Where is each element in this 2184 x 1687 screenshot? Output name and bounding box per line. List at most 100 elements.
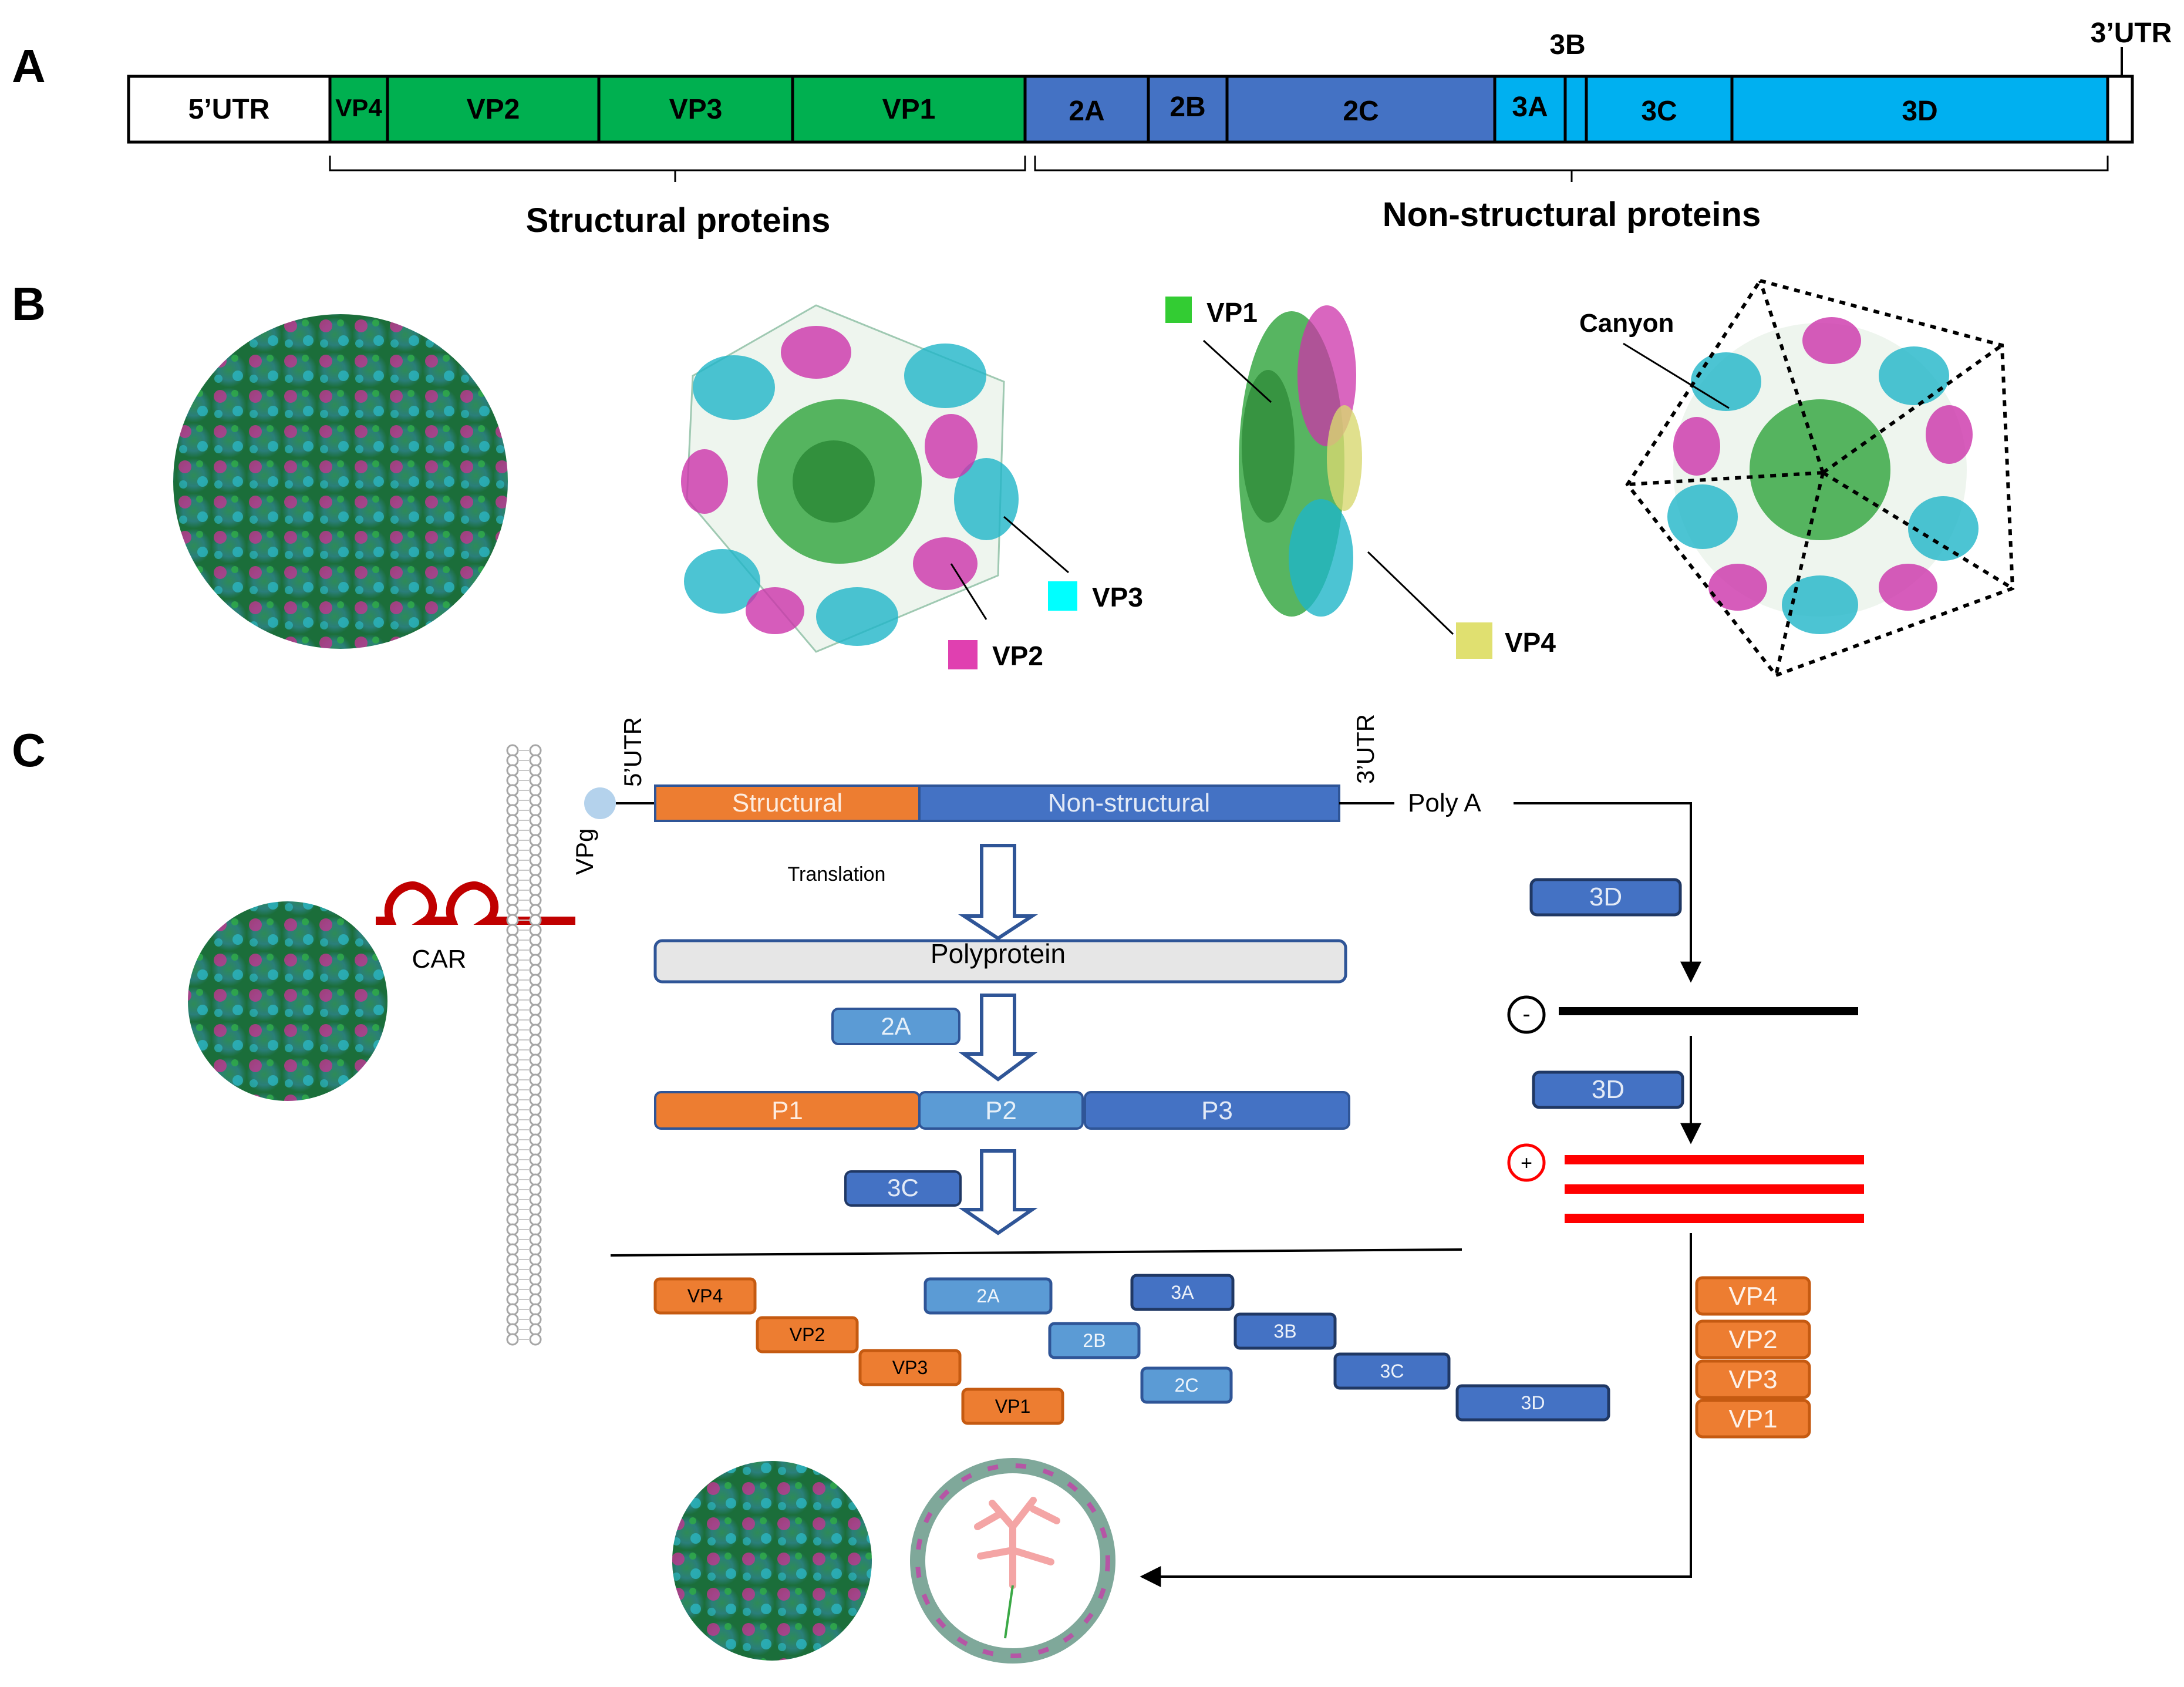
polymerase-3d-label-1: 3D — [1589, 883, 1622, 911]
p1-label: P1 — [771, 1096, 803, 1125]
vp3-legend-swatch — [1048, 581, 1077, 611]
vp4-legend-label: VP4 — [1505, 627, 1556, 658]
mature-vp1-label: VP1 — [995, 1396, 1030, 1417]
mature-3c-box — [1333, 1352, 1451, 1390]
vp4-pointer — [1367, 551, 1454, 635]
vp3-legend-label: VP3 — [1092, 582, 1143, 612]
utr3-label: 3’UTR — [1351, 714, 1379, 784]
segment-vp2 — [386, 75, 601, 144]
vp2-legend-label: VP2 — [992, 641, 1043, 671]
vpg-circle — [584, 787, 616, 819]
segment-3a — [1493, 75, 1567, 144]
capsid-vp4-box — [1695, 1276, 1811, 1316]
mature-vp3-box — [858, 1349, 962, 1386]
segment-vp1 — [791, 75, 1027, 144]
segment-label-2c: 2C — [1343, 96, 1379, 127]
mature-3a-label: 3A — [1171, 1282, 1194, 1303]
canyon-pointer — [1623, 342, 1730, 409]
vp1-legend-label: VP1 — [1206, 297, 1258, 328]
segment-label-3a: 3A — [1512, 92, 1548, 123]
capsid-vp3-box — [1695, 1359, 1811, 1399]
mature-3b-label: 3B — [1273, 1321, 1296, 1342]
vp2-pointer — [950, 563, 987, 620]
capsid-cross-section-image — [910, 1458, 1115, 1664]
mature-3c-label: 3C — [1380, 1361, 1404, 1382]
genome-nonstructural-label: Non-structural — [1048, 789, 1210, 817]
segment-vp4 — [328, 75, 389, 144]
vp1-legend-swatch — [1165, 297, 1192, 323]
protease-2a-box — [831, 1008, 960, 1045]
vpg-label: VPg — [571, 829, 598, 875]
mature-2b-label: 2B — [1083, 1330, 1106, 1351]
protease-2a-label: 2A — [881, 1012, 911, 1040]
genome-structural-label: Structural — [732, 789, 842, 817]
polyprotein-label: Polyprotein — [931, 938, 1066, 969]
p2-label: P2 — [985, 1096, 1017, 1125]
minus-strand-sign: - — [1522, 1001, 1530, 1027]
segment-label-vp4: VP4 — [335, 94, 382, 122]
mature-vp4-label: VP4 — [687, 1285, 723, 1307]
cell-membrane — [506, 744, 542, 1346]
capsid-vp1-label: VP1 — [1728, 1405, 1777, 1433]
polymerase-3d-box-2 — [1532, 1070, 1684, 1109]
nonstructural-proteins-label: Non-structural proteins — [1383, 196, 1761, 234]
genome-bar — [127, 75, 2134, 144]
utr5-label: 5’UTR — [619, 717, 646, 787]
p3-box — [1084, 1091, 1350, 1130]
mature-vp3-label: VP3 — [892, 1357, 928, 1378]
mature-3d-label: 3D — [1521, 1392, 1545, 1413]
genome-structural-block — [654, 784, 921, 822]
pentagon-outline — [1625, 278, 2015, 678]
segment-label-vp1: VP1 — [882, 94, 936, 125]
separator-line — [610, 1248, 1462, 1257]
car-receptor — [376, 881, 575, 925]
protease-3c-box — [844, 1170, 962, 1207]
segment-2a — [1023, 75, 1150, 144]
mature-3d-box — [1455, 1384, 1610, 1422]
panel-label-a: A — [12, 40, 46, 92]
protease-3c-label: 3C — [887, 1174, 919, 1201]
pentamer-canyon-image — [1667, 317, 1979, 634]
segment-3utr — [2106, 75, 2134, 144]
segment-label-vp2: VP2 — [467, 94, 520, 125]
segment-label-2b: 2B — [1169, 92, 1205, 123]
mature-vp2-label: VP2 — [790, 1324, 825, 1345]
cleavage-arrow-3c — [958, 1149, 1038, 1235]
minus-strand-circle — [1507, 995, 1546, 1034]
mature-vp2-box — [756, 1316, 859, 1353]
mature-2c-label: 2C — [1175, 1375, 1199, 1396]
panel-label-c: C — [12, 724, 46, 776]
translation-label: Translation — [788, 863, 886, 885]
segment-label-3d: 3D — [1902, 96, 1937, 127]
mature-2a-label: 2A — [976, 1285, 1000, 1307]
vp3-pointer — [1003, 516, 1069, 574]
capsid-vp3-label: VP3 — [1728, 1365, 1777, 1394]
capsid-vp4-label: VP4 — [1728, 1282, 1777, 1311]
progeny-virion-image — [672, 1461, 872, 1661]
polymerase-3d-box-1 — [1529, 878, 1682, 917]
plus-strand-sign: + — [1521, 1152, 1532, 1174]
canyon-label: Canyon — [1579, 309, 1674, 338]
structural-proteins-label: Structural proteins — [526, 201, 831, 240]
mature-vp4-box — [653, 1277, 757, 1315]
incoming-virus-image — [188, 901, 387, 1101]
vp2-legend-swatch — [948, 640, 978, 669]
genome-nonstructural-block — [918, 784, 1340, 822]
nonstructural-brace — [1034, 156, 2109, 182]
pentamer-top-view-image — [681, 304, 1019, 653]
segment-2b — [1147, 75, 1229, 144]
cleavage-arrow-2a — [958, 994, 1038, 1082]
plus-strand-circle — [1507, 1143, 1546, 1182]
segment-5utr — [127, 75, 332, 144]
polya-label: Poly A — [1408, 789, 1481, 817]
capsid-vp2-box — [1695, 1319, 1811, 1359]
capsid-vp1-box — [1695, 1399, 1811, 1439]
vp1-pointer — [1202, 339, 1272, 403]
polymerase-3d-label-2: 3D — [1592, 1075, 1624, 1104]
structural-brace — [329, 156, 1026, 182]
segment-3b — [1563, 75, 1588, 144]
mature-3a-box — [1130, 1274, 1235, 1311]
mature-2a-box — [924, 1277, 1053, 1315]
polyprotein-bar — [653, 939, 1347, 984]
segment-label-2a: 2A — [1069, 96, 1104, 127]
